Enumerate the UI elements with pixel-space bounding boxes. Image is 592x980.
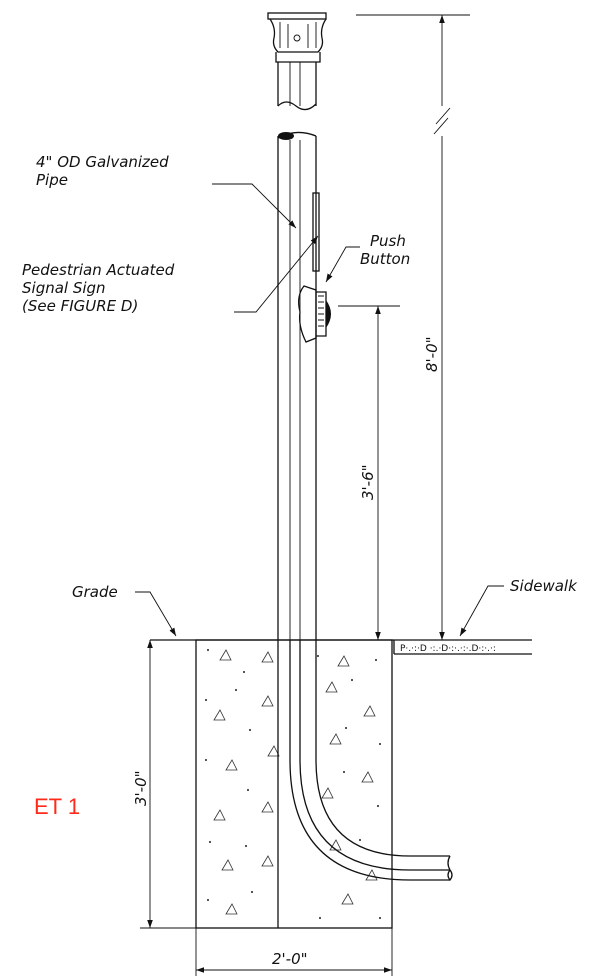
dim-button-height: 3'-6" — [359, 464, 377, 500]
dim-footing-width: 2'-0" — [272, 950, 308, 968]
dim-footing-depth: 3'-0" — [132, 770, 150, 806]
sidewalk-slab: P·.·:·D ·:.·D·:·.·:·.D·:·.·: — [393, 640, 532, 655]
sign-leader — [234, 235, 319, 313]
pipe-leader — [212, 183, 297, 229]
dim-break-symbol — [433, 107, 451, 135]
label-pipe-line1: 4" OD Galvanized — [36, 153, 169, 171]
pipe-upper-stub — [277, 62, 317, 111]
label-sidewalk: Sidewalk — [510, 577, 578, 595]
label-grade: Grade — [72, 583, 118, 601]
grade-leader — [135, 591, 177, 637]
concrete-footing — [195, 639, 393, 929]
label-sign-line2: Signal Sign — [22, 279, 106, 297]
label-pipe-line2: Pipe — [36, 171, 68, 189]
conduit-sweep — [277, 640, 453, 928]
pole-capital — [267, 12, 327, 63]
label-push-line2: Button — [360, 250, 410, 268]
label-push-line1: Push — [370, 232, 406, 250]
signal-sign-plate — [312, 192, 320, 272]
pipe-break — [277, 131, 317, 140]
push-leader — [325, 246, 360, 283]
push-button — [298, 285, 331, 343]
sheet-label: ET 1 — [34, 794, 80, 819]
dim-overall-height: 8'-0" — [423, 336, 441, 372]
sidewalk-leader — [459, 585, 504, 637]
pipe-main — [277, 136, 317, 640]
label-sign-line3: (See FIGURE D) — [22, 297, 138, 315]
label-sign-line1: Pedestrian Actuated — [22, 261, 175, 279]
svg-text:P·.·:·D ·:.·D·:·.·:·.D·:·.·:: P·.·:·D ·:.·D·:·.·:·.D·:·.·: — [400, 644, 496, 654]
